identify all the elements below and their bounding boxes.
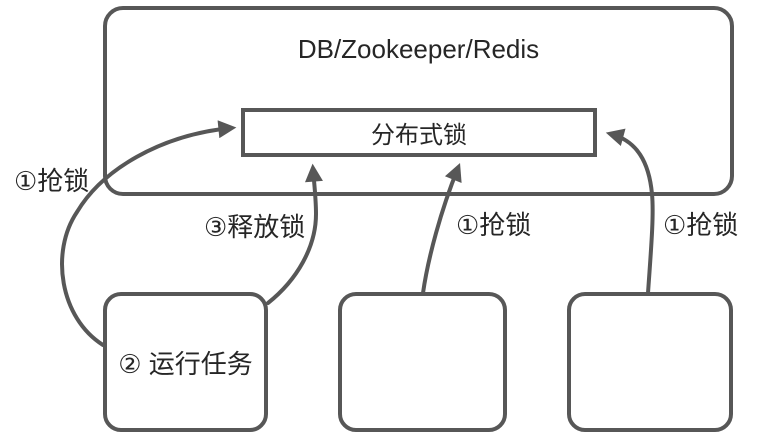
- db-zookeeper-redis-box: [103, 6, 734, 196]
- worker-box-1: ② 运行任务: [103, 292, 268, 432]
- worker-box-2: [338, 292, 507, 432]
- release-lock-label: ③释放锁: [204, 212, 306, 242]
- distributed-lock-box: 分布式锁: [241, 108, 597, 157]
- worker-box-3: [567, 292, 733, 432]
- store-title: DB/Zookeeper/Redis: [297, 34, 540, 64]
- grab-lock-middle-label: ①抢锁: [456, 210, 532, 240]
- distributed-lock-label: 分布式锁: [371, 122, 467, 149]
- grab-lock-right-label: ①抢锁: [663, 210, 739, 240]
- worker-1-label: ② 运行任务: [118, 348, 253, 379]
- grab-lock-left-label: ①抢锁: [14, 166, 90, 196]
